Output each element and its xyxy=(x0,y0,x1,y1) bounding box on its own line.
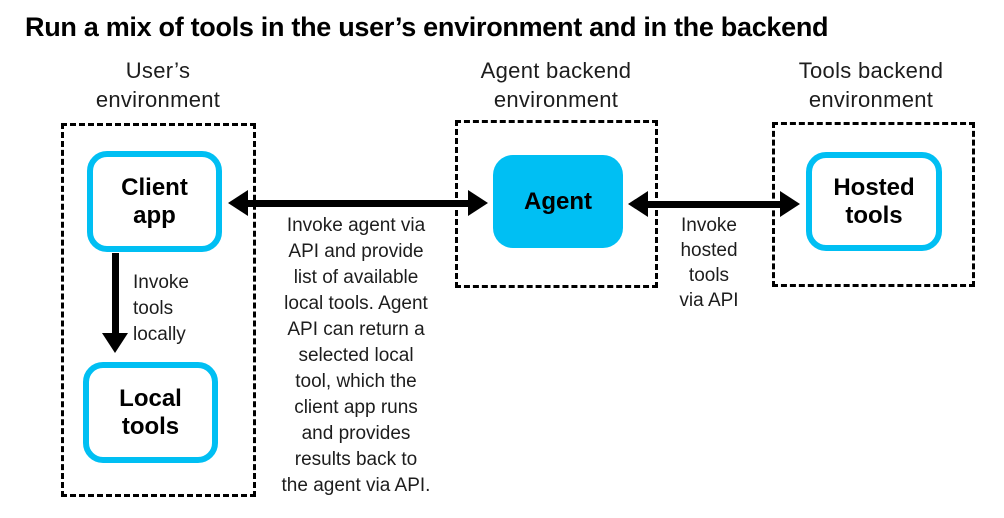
arrow-client-app-agent xyxy=(228,190,488,216)
annotation-invoke-agent-via-api: Invoke agent via API and provide list of… xyxy=(281,215,431,496)
arrow-shaft xyxy=(238,199,478,207)
arrowhead-right-icon xyxy=(468,190,488,216)
users-environment-box xyxy=(61,123,256,497)
agent-node: Agent xyxy=(493,155,623,248)
arrowhead-left-icon xyxy=(628,191,648,217)
arrowhead-right-icon xyxy=(780,191,800,217)
hosted-tools-node: Hosted tools xyxy=(806,152,942,251)
annotation-invoke-tools-locally: Invoke tools locally xyxy=(133,272,189,345)
local-tools-node: Local tools xyxy=(83,362,218,463)
env-label-users-environment: User’s environment xyxy=(95,58,221,112)
client-app-node: Client app xyxy=(87,151,222,252)
arrow-agent-hosted-tools xyxy=(628,191,800,217)
arrow-shaft xyxy=(111,253,119,343)
arrowhead-down-icon xyxy=(102,333,128,353)
env-label-tools-backend-environment: Tools backend environment xyxy=(798,58,944,112)
annotation-invoke-hosted-tools-via-api: Invoke hosted tools via API xyxy=(679,215,739,311)
env-label-agent-backend-environment: Agent backend environment xyxy=(480,58,632,112)
diagram-title: Run a mix of tools in the user’s environ… xyxy=(25,12,829,42)
arrow-client-app-local-tools xyxy=(102,253,128,353)
arrowhead-left-icon xyxy=(228,190,248,216)
arrow-shaft xyxy=(638,200,790,208)
